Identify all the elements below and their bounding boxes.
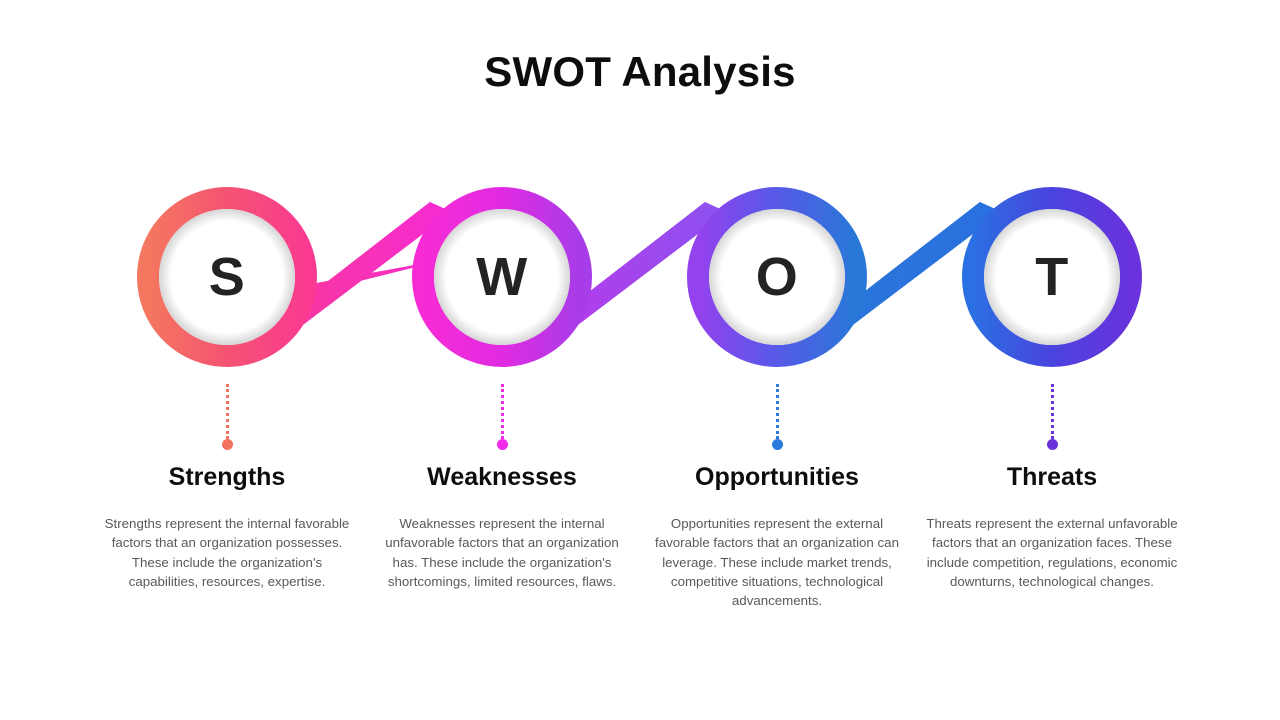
connector-stem-weaknesses	[496, 384, 508, 450]
connector-stem-opportunities	[771, 384, 783, 450]
loop-discs	[159, 209, 1120, 345]
dotted-line-icon	[225, 384, 229, 439]
swot-column-threats: Threats Threats represent the external u…	[922, 462, 1182, 591]
column-body-opportunities: Opportunities represent the external fav…	[655, 516, 899, 609]
ribbon-connectors	[252, 202, 1002, 350]
swot-column-strengths: Strengths Strengths represent the intern…	[97, 462, 357, 591]
column-body-threats: Threats represent the external unfavorab…	[926, 516, 1178, 589]
page-title: SWOT Analysis	[484, 48, 796, 95]
ribbon-loops	[137, 187, 1142, 367]
swot-column-weaknesses: Weaknesses Weaknesses represent the inte…	[372, 462, 632, 591]
swot-ribbon-graphic	[137, 187, 1142, 367]
connector-dot-threats	[1046, 439, 1058, 450]
connector-stem-threats	[1046, 384, 1058, 450]
connector-dot-strengths	[221, 439, 233, 450]
connector-dot-weaknesses	[496, 439, 508, 450]
dotted-line-icon	[1050, 384, 1054, 439]
dotted-line-icon	[500, 384, 504, 439]
column-heading-threats: Threats	[1006, 463, 1098, 491]
column-body-weaknesses: Weaknesses represent the internal unfavo…	[385, 516, 619, 589]
dotted-line-icon	[775, 384, 779, 439]
connector-dot-opportunities	[771, 439, 783, 450]
connector-stem-strengths	[221, 384, 233, 450]
swot-column-opportunities: Opportunities Opportunities represent th…	[647, 462, 907, 610]
column-heading-weaknesses: Weaknesses	[427, 463, 577, 491]
column-heading-strengths: Strengths	[168, 463, 286, 491]
column-heading-opportunities: Opportunities	[695, 463, 859, 491]
column-body-strengths: Strengths represent the internal favorab…	[104, 516, 350, 589]
